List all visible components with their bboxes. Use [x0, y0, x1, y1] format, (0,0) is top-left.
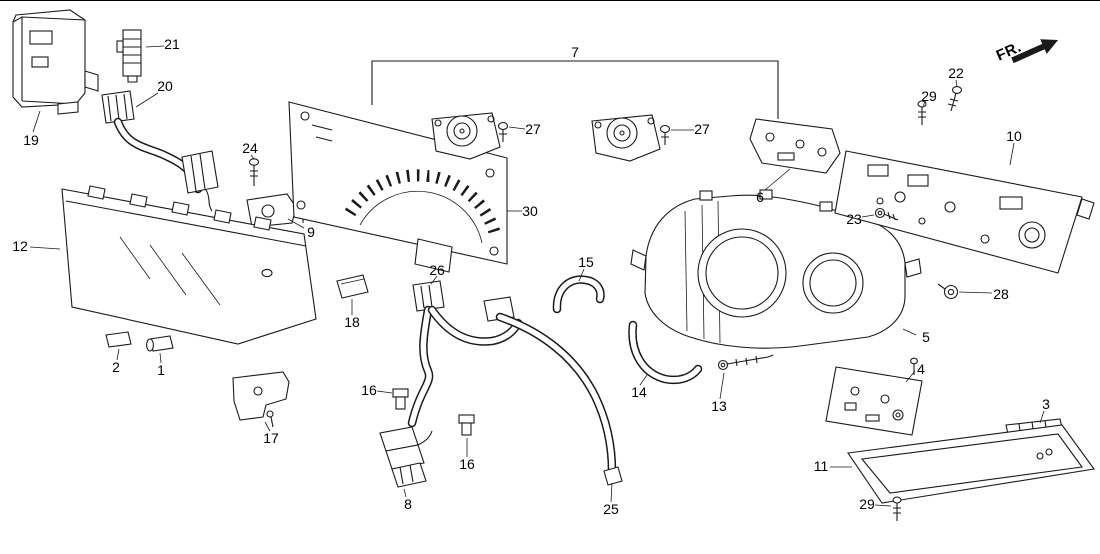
part-18-drawing — [336, 274, 369, 299]
part-label-14: 14 — [631, 384, 647, 400]
part-label-18: 18 — [344, 314, 360, 330]
part-13-screw — [717, 354, 774, 371]
part-label-19: 19 — [23, 132, 39, 148]
part-label-29: 29 — [859, 496, 875, 512]
part-25-cable — [495, 312, 623, 486]
part-4-pcb — [825, 357, 923, 436]
part-29-bottom-screw — [892, 496, 902, 521]
part-label-21: 21 — [164, 36, 180, 52]
gauge-motor-left — [431, 112, 509, 160]
part-label-6: 6 — [756, 189, 764, 205]
part-label-23: 23 — [846, 211, 862, 227]
part-label-7: 7 — [571, 44, 579, 60]
part-label-5: 5 — [922, 329, 930, 345]
part-label-10: 10 — [1006, 128, 1022, 144]
part-label-29: 29 — [921, 88, 937, 104]
gauge-motor-right — [591, 114, 671, 162]
fr-arrow-icon — [1011, 39, 1059, 64]
part-label-28: 28 — [993, 286, 1009, 302]
part-label-16: 16 — [459, 456, 475, 472]
part-label-4: 4 — [917, 361, 925, 377]
part-label-27: 27 — [694, 121, 710, 137]
part-26-harness — [407, 280, 523, 428]
part-5-housing — [630, 189, 922, 349]
part-label-8: 8 — [404, 496, 412, 512]
part-19-drawing — [12, 9, 99, 115]
part-label-9: 9 — [307, 224, 315, 240]
part-label-24: 24 — [242, 140, 258, 156]
part-15-clamp — [552, 275, 605, 314]
part-24-screw — [248, 158, 260, 186]
part-label-25: 25 — [603, 501, 619, 517]
part-label-11: 11 — [813, 458, 829, 474]
part-11-cover — [847, 424, 1095, 504]
part-label-30: 30 — [522, 203, 538, 219]
part-label-13: 13 — [711, 398, 727, 414]
part-21-drawing — [116, 29, 142, 83]
part-label-1: 1 — [157, 362, 165, 378]
part-30-dial-plate — [288, 101, 508, 273]
part-1-drawing — [146, 335, 174, 352]
part-label-17: 17 — [263, 430, 279, 446]
part-16-lower-clip — [458, 414, 475, 436]
part-label-26: 26 — [429, 262, 445, 278]
part-16-upper-clip — [392, 388, 409, 410]
part-12-lens — [61, 185, 317, 345]
leader-lines — [29, 45, 1045, 507]
part-label-20: 20 — [157, 78, 173, 94]
part-7-bracket-line — [371, 60, 779, 119]
part-20-drawing — [101, 90, 219, 212]
part-2-drawing — [105, 331, 132, 348]
part-22-screw — [947, 86, 963, 112]
part-label-3: 3 — [1042, 396, 1050, 412]
part-14-clamp — [628, 320, 703, 385]
part-label-2: 2 — [112, 359, 120, 375]
part-label-15: 15 — [578, 254, 594, 270]
part-29-top-screw — [917, 100, 927, 125]
part-label-22: 22 — [948, 65, 964, 81]
part-23-screw — [874, 207, 899, 221]
part-10-circuit-board — [834, 150, 1095, 274]
part-6-drawing — [749, 118, 841, 174]
part-label-12: 12 — [12, 238, 28, 254]
part-17-drawing — [232, 371, 290, 428]
part-label-16: 16 — [361, 382, 377, 398]
part-label-27: 27 — [525, 121, 541, 137]
part-8-connector — [379, 426, 433, 488]
part-28-grommet — [937, 283, 959, 300]
